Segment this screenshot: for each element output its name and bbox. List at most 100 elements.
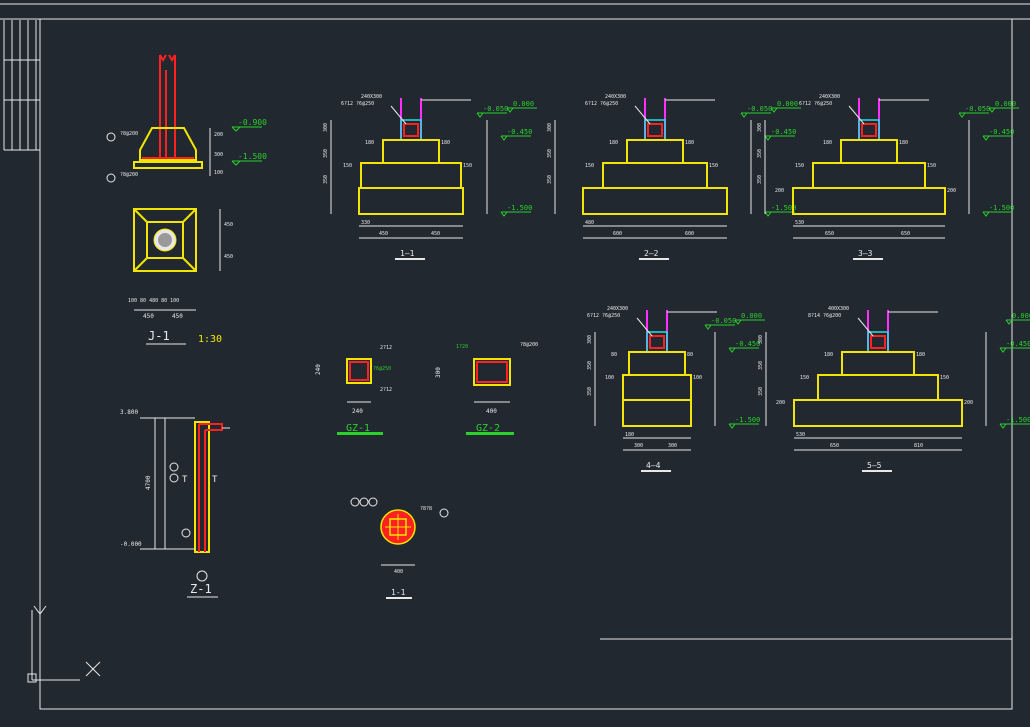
step-offset-left: 150 [800,375,809,381]
j1-dim-w2: 450 [172,313,183,320]
footing-step-3 [358,187,464,215]
dim-bottom-1: 530 [795,220,804,226]
column-rebar-label: 6?12 ?6@250 [799,101,832,107]
j1-dim-v2: 450 [224,254,233,260]
dim-bottom-2: 650 [825,231,834,237]
gz1-dim-w: 240 [352,408,363,415]
section-title: 2—2 [644,249,659,258]
gz2-section[interactable]: 1?20 ?8@200 400 300 GZ-2 [435,342,538,435]
section11-stirrup: ?8?8 [420,506,432,512]
elevation-triangle [770,107,778,113]
round-column-section[interactable]: ?8?8 400 1-1 [350,497,449,599]
column-rebar [647,123,663,137]
gz1-rebar-bottom: 2?12 [380,387,392,393]
elevation-triangle [988,107,996,113]
dim-left-value: 350 [547,149,553,158]
z1-elev-top: 3.800 [120,409,138,416]
gz1-rebar-top: 2?12 [380,345,392,351]
gz2-dim-w: 400 [486,408,497,415]
gz1-title: GZ-1 [346,423,370,434]
dim-left-value: 300 [758,335,764,344]
svg-text:?8@200: ?8@200 [120,131,138,137]
footing-sections: 240X300 6?12 ?6@250 180 180 150 150 300 350 350 3… [323,94,1030,472]
section-title-underline [862,470,892,472]
j1-plan-detail[interactable]: 450 450 450 450 100 80 480 80 100 J-1 1:… [128,208,233,345]
dim-bottom-1: 530 [796,432,805,438]
elevation-label: -0.450 [771,128,796,136]
dim-left-value: 350 [757,149,763,158]
elevation-triangle [728,347,736,353]
elevation-label: -1.500 [1006,416,1030,424]
j1-dim-w1: 450 [143,313,154,320]
section-title-underline [639,258,669,260]
dim-bottom-1: 480 [585,220,594,226]
footing-step-3 [792,187,946,215]
step-offset-right: 150 [709,163,718,169]
elevation-label: -1.500 [989,204,1014,212]
dim-bottom-1: 180 [625,432,634,438]
elevation-label: 0.000 [777,100,798,108]
elevation-label: -0.050 [711,317,736,325]
footing-step-3 [793,399,963,427]
step-offset-left: 180 [365,140,374,146]
svg-text:200: 200 [214,132,223,138]
elevation-triangle [476,112,484,118]
gz1-section[interactable]: ?6@250 2?12 2?12 240 240 GZ-1 [315,345,392,435]
dim-left-value: 350 [587,387,593,396]
step-offset-left: 150 [343,163,352,169]
section-title-underline [395,258,425,260]
j1-section-detail[interactable]: ?8@200 ?8@200 200 300 100 -0.900 -1.500 [106,54,267,183]
column-size-label: 240X300 [607,306,628,312]
svg-text:300: 300 [214,152,223,158]
elevation-triangle [1005,319,1013,325]
elevation-triangle [958,112,966,118]
column-size-label: 400X300 [828,306,849,312]
ucs-icon[interactable] [27,605,101,683]
gz2-stirrup: ?8@200 [520,342,538,348]
dim-left-value: 350 [323,175,329,184]
dim-left-value: 350 [587,361,593,370]
elevation-triangle [764,135,772,141]
dim-left-value: 350 [758,387,764,396]
elevation-triangle [740,112,748,118]
dim-left-value: 300 [323,123,329,132]
elevation-label: -1.500 [735,416,760,424]
elevation-label: 0.000 [513,100,534,108]
column-rebar [649,335,665,349]
dim-left-value: 350 [758,361,764,370]
z1-column-elevation[interactable]: 3.800 -0.000 4700 T T Z-1 [120,409,230,598]
elevation-triangle [999,347,1007,353]
step-offset-left: 150 [795,163,804,169]
gz2-rebar-top: 1?20 [456,344,468,350]
elevation-triangle [500,211,508,217]
leader-line [634,105,651,125]
section-title: 1—1 [400,249,415,258]
step-offset-right: 100 [693,375,702,381]
dim-left-value: 350 [757,175,763,184]
step-offset-right: 150 [927,163,936,169]
elevation-label: -0.050 [483,105,508,113]
svg-text:100: 100 [214,170,223,176]
z1-height: 4700 [145,475,152,490]
step-offset-right: 150 [463,163,472,169]
section-title-underline [641,470,671,472]
dim-left-value: 300 [547,123,553,132]
step-offset-left: 200 [776,400,785,406]
dim-bottom-3: 300 [668,443,677,449]
section-title: 4—4 [646,461,661,470]
elevation-triangle [500,135,508,141]
elevation-label: -0.050 [747,105,772,113]
column-rebar-label: 8?14 ?6@200 [808,313,841,319]
dim-bottom-3: 450 [431,231,440,237]
j1-title: J-1 [148,329,170,343]
svg-text:100 80 480 80 100: 100 80 480 80 100 [128,298,179,304]
step-offset-right: 80 [687,352,693,358]
dim-bottom-2: 650 [830,443,839,449]
